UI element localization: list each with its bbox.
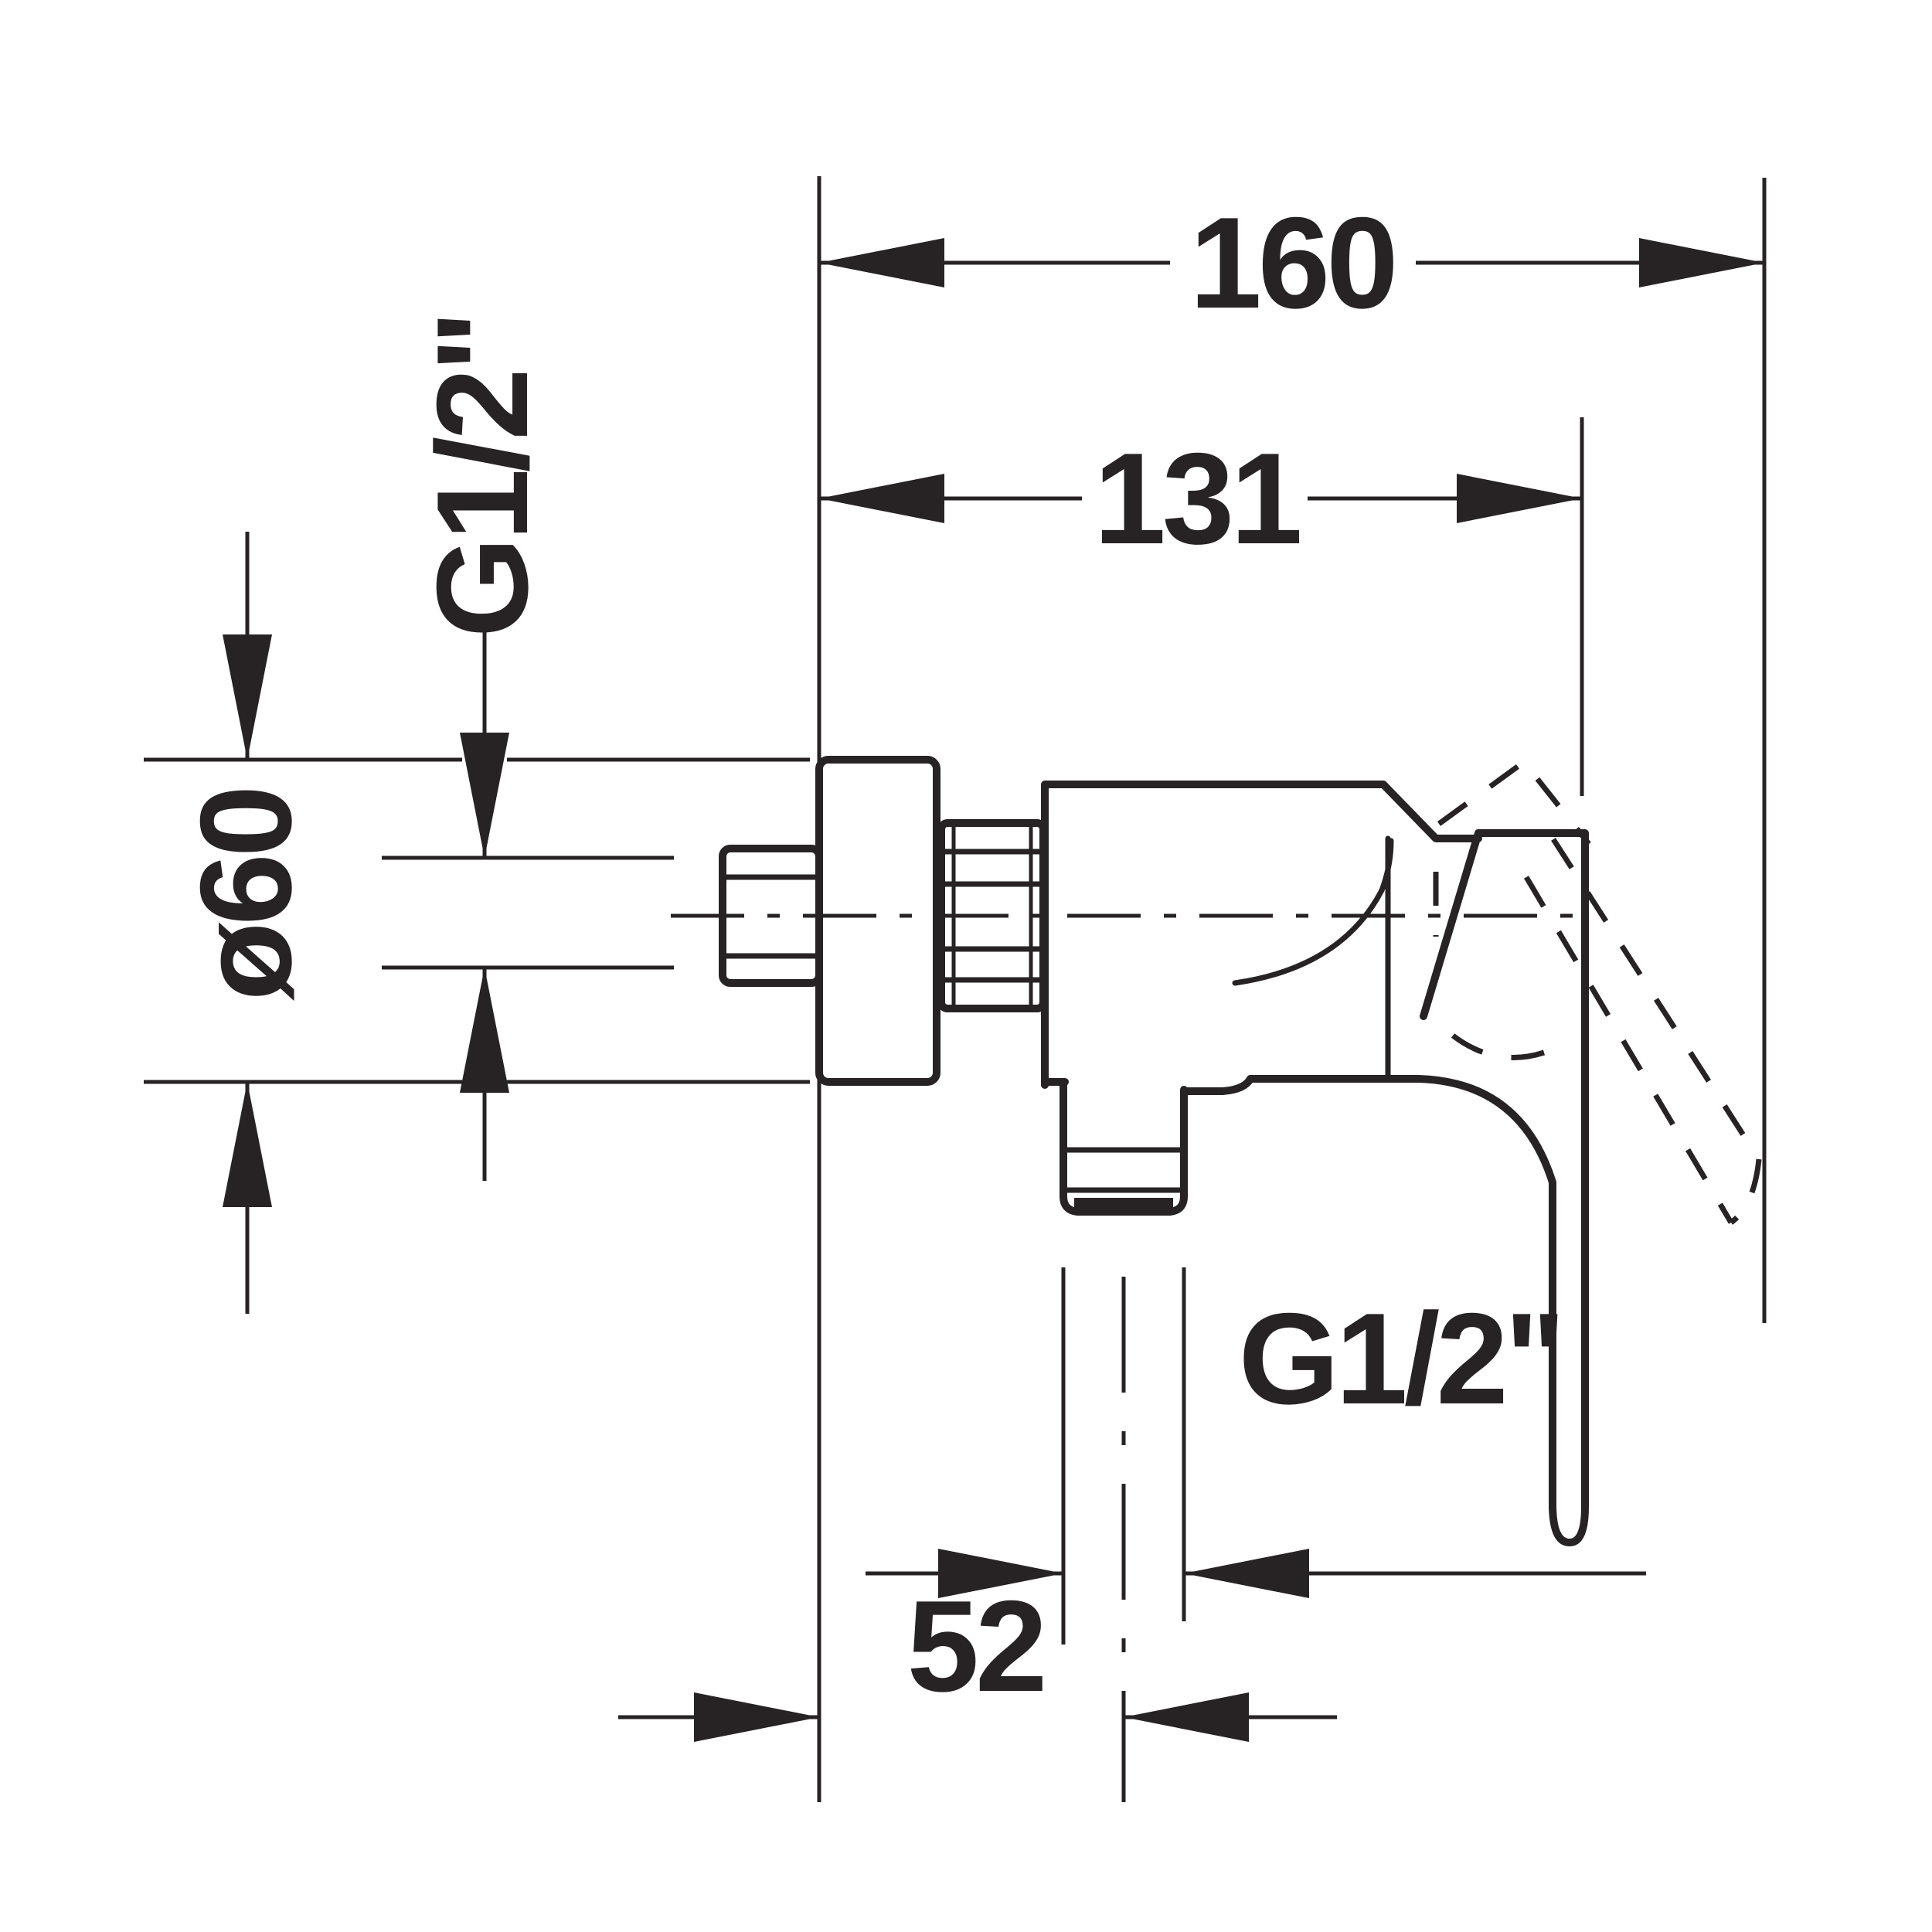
arrow-down-icon	[460, 733, 509, 858]
dim-label-escutcheon-diameter: ø60	[173, 789, 318, 1002]
arrow-right-icon	[1639, 238, 1764, 287]
outlet-boss	[1060, 1080, 1188, 1216]
arrow-left-icon	[819, 238, 944, 287]
dimension-body-projection: 131	[819, 417, 1584, 796]
arrow-right-icon	[694, 1692, 819, 1742]
threaded-connector	[937, 819, 1047, 1012]
arrow-up-icon	[460, 968, 509, 1093]
dim-label-52: 52	[907, 1573, 1044, 1719]
arrow-left-icon	[1124, 1692, 1249, 1742]
lever-handle	[1180, 829, 1589, 1546]
wall-escutcheon-flange	[815, 756, 940, 1086]
dimension-total-projection: 160	[819, 178, 1767, 1323]
lever-handle-open-dashed	[1433, 758, 1762, 1225]
arrow-left-icon	[819, 474, 944, 523]
arrow-down-icon	[223, 634, 272, 760]
valve-body	[1041, 781, 1482, 1089]
dim-label-inlet-thread: G1/2"	[410, 315, 555, 638]
dim-label-outlet-thread: G1/2"	[1239, 1286, 1563, 1431]
dimension-escutcheon-diameter: ø60	[144, 532, 810, 1314]
arrow-left-icon	[1184, 1549, 1309, 1598]
dimension-outlet-offset: 52	[618, 1573, 1337, 1742]
dim-label-131: 131	[1094, 426, 1299, 571]
dimension-inlet-thread: G1/2"	[382, 315, 674, 1181]
dim-label-160: 160	[1189, 190, 1394, 335]
dimension-outlet-thread: G1/2"	[866, 1267, 1646, 1645]
arrow-right-icon	[1457, 474, 1582, 523]
arrow-right-icon	[938, 1549, 1063, 1598]
mixer-fixture	[719, 756, 1762, 1546]
arrow-up-icon	[223, 1082, 272, 1207]
